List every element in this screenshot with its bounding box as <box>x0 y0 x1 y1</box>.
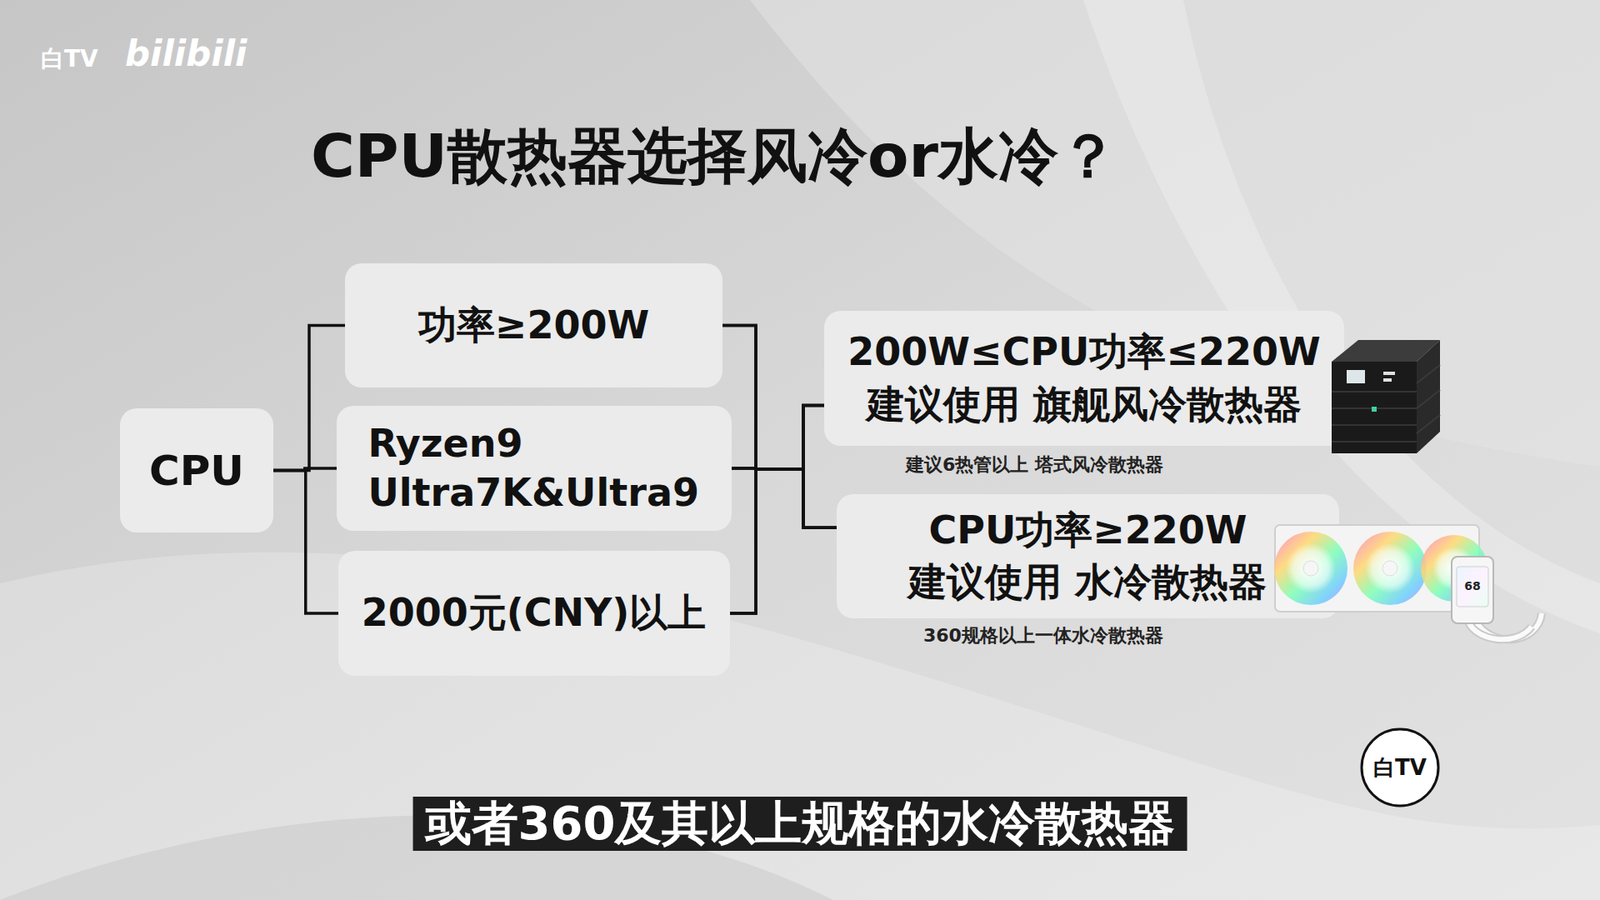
subtitle: 或者360及其以上规格的水冷散热器 <box>413 796 1188 851</box>
watermark: 白TV <box>1373 755 1427 780</box>
watermark: bilibili <box>125 35 248 74</box>
process-box: 功率≥200W <box>345 263 723 388</box>
cooler-fin <box>1416 415 1440 434</box>
fan-blades <box>1365 543 1415 594</box>
box-text: 建议使用 水冷散热器 <box>908 559 1267 605</box>
box-text: CPU功率≥220W <box>928 507 1247 554</box>
fan-hub <box>1303 560 1319 576</box>
water-cooler <box>1274 525 1542 640</box>
cooler-front <box>1331 361 1417 454</box>
bracket-connector <box>722 325 825 470</box>
title: CPU散热器选择风冷or水冷？ <box>310 123 1119 190</box>
screen-reading: 68 <box>1464 580 1480 593</box>
process-box: Ryzen9Ultra7K&Ultra9 <box>336 405 732 531</box>
cooler-logo <box>1383 371 1395 375</box>
cooler-fin <box>1416 390 1440 409</box>
fan-hub <box>1382 560 1398 576</box>
bracket-connector <box>731 468 838 528</box>
bracket-connector <box>730 469 838 614</box>
cooler-logo <box>1383 378 1392 382</box>
bracket-connector <box>730 405 825 614</box>
note-text: 建议6热管以上 塔式风冷散热器 <box>905 454 1164 476</box>
cooler-light <box>1371 406 1377 412</box>
process-box: CPU <box>120 408 274 533</box>
process-box: CPU功率≥220W建议使用 水冷散热器360规格以上一体水冷散热器 <box>836 494 1340 619</box>
rgb-fan <box>1353 531 1427 605</box>
box-text: 建议使用 旗舰风冷散热器 <box>866 381 1302 428</box>
box-text: 2000元(CNY)以上 <box>361 590 707 636</box>
note-text: 360规格以上一体水冷散热器 <box>923 625 1164 647</box>
cooler-fin <box>1331 390 1417 393</box>
box-text: 功率≥200W <box>418 302 650 349</box>
box-text: Ultra7K&Ultra9 <box>368 470 700 516</box>
fan-blades <box>1285 543 1336 594</box>
box-text: CPU <box>149 445 245 496</box>
cooler-display <box>1346 370 1365 384</box>
process-box: 200W≤CPU功率≤220W建议使用 旗舰风冷散热器建议6热管以上 塔式风冷散… <box>824 310 1345 446</box>
bracket-connector <box>273 325 345 471</box>
pump-screen <box>1456 566 1489 607</box>
pump-block <box>1451 556 1494 624</box>
bracket-connector <box>731 405 825 470</box>
bracket-connector <box>722 325 837 529</box>
cooler-fin <box>1331 440 1417 443</box>
rgb-fan <box>1274 531 1348 605</box>
cooler-tube <box>1468 621 1532 640</box>
box-text: Ryzen9 <box>368 420 524 467</box>
logo-circle <box>1361 729 1439 806</box>
watermark: 白TV <box>40 46 99 73</box>
process-box: 2000元(CNY)以上 <box>338 550 730 676</box>
cooler-fin <box>1331 424 1417 426</box>
cooler-side <box>1416 340 1440 454</box>
box-text: 200W≤CPU功率≤220W <box>847 329 1320 375</box>
air-cooler <box>1331 340 1440 454</box>
cooler-fin <box>1416 365 1440 384</box>
cooler-tube <box>1468 621 1532 640</box>
bracket-connector <box>273 470 339 615</box>
